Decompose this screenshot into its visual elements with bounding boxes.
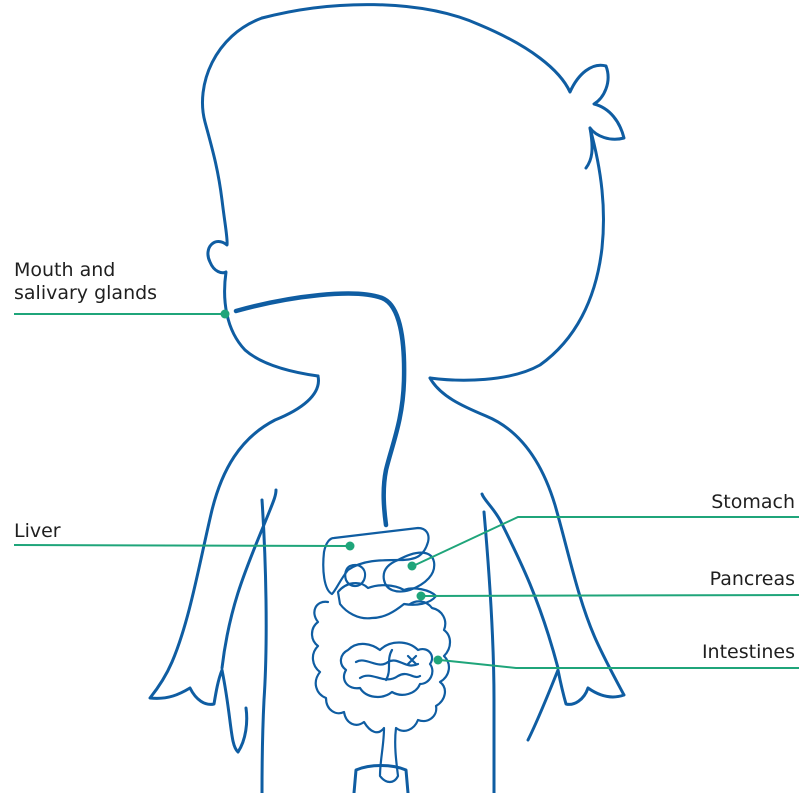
face-left-outline xyxy=(202,18,318,376)
head-outline xyxy=(262,5,624,381)
left-shoulder-arm xyxy=(150,376,318,752)
liver-label: Liver xyxy=(14,520,61,543)
torso-right xyxy=(484,512,494,793)
mouth-label: Mouth and salivary glands xyxy=(14,259,157,305)
liver-leader xyxy=(14,545,348,546)
torso-left xyxy=(262,500,266,793)
intestines-dot xyxy=(434,656,443,665)
right-shoulder-arm xyxy=(430,378,624,740)
mouth-label-line2: salivary glands xyxy=(14,282,157,305)
pancreas-dot xyxy=(417,592,426,601)
stomach-leader xyxy=(413,517,799,566)
pancreas-leader xyxy=(424,595,799,596)
stomach-label: Stomach xyxy=(711,491,795,514)
large-intestine-outline xyxy=(312,601,450,782)
ear-outline xyxy=(586,128,592,168)
esophagus xyxy=(236,294,404,525)
mouth-label-line1: Mouth and xyxy=(14,259,157,282)
pancreas-label: Pancreas xyxy=(710,568,795,591)
left-inner-arm xyxy=(222,490,276,668)
liver-dot xyxy=(346,542,355,551)
stomach-dot xyxy=(408,562,417,571)
digestive-organs xyxy=(312,528,450,782)
leader-lines xyxy=(14,310,799,669)
liver-outline xyxy=(323,528,428,594)
mouth-dot xyxy=(221,310,230,319)
small-intestine-outline xyxy=(341,643,432,697)
intestines-label: Intestines xyxy=(702,641,795,664)
